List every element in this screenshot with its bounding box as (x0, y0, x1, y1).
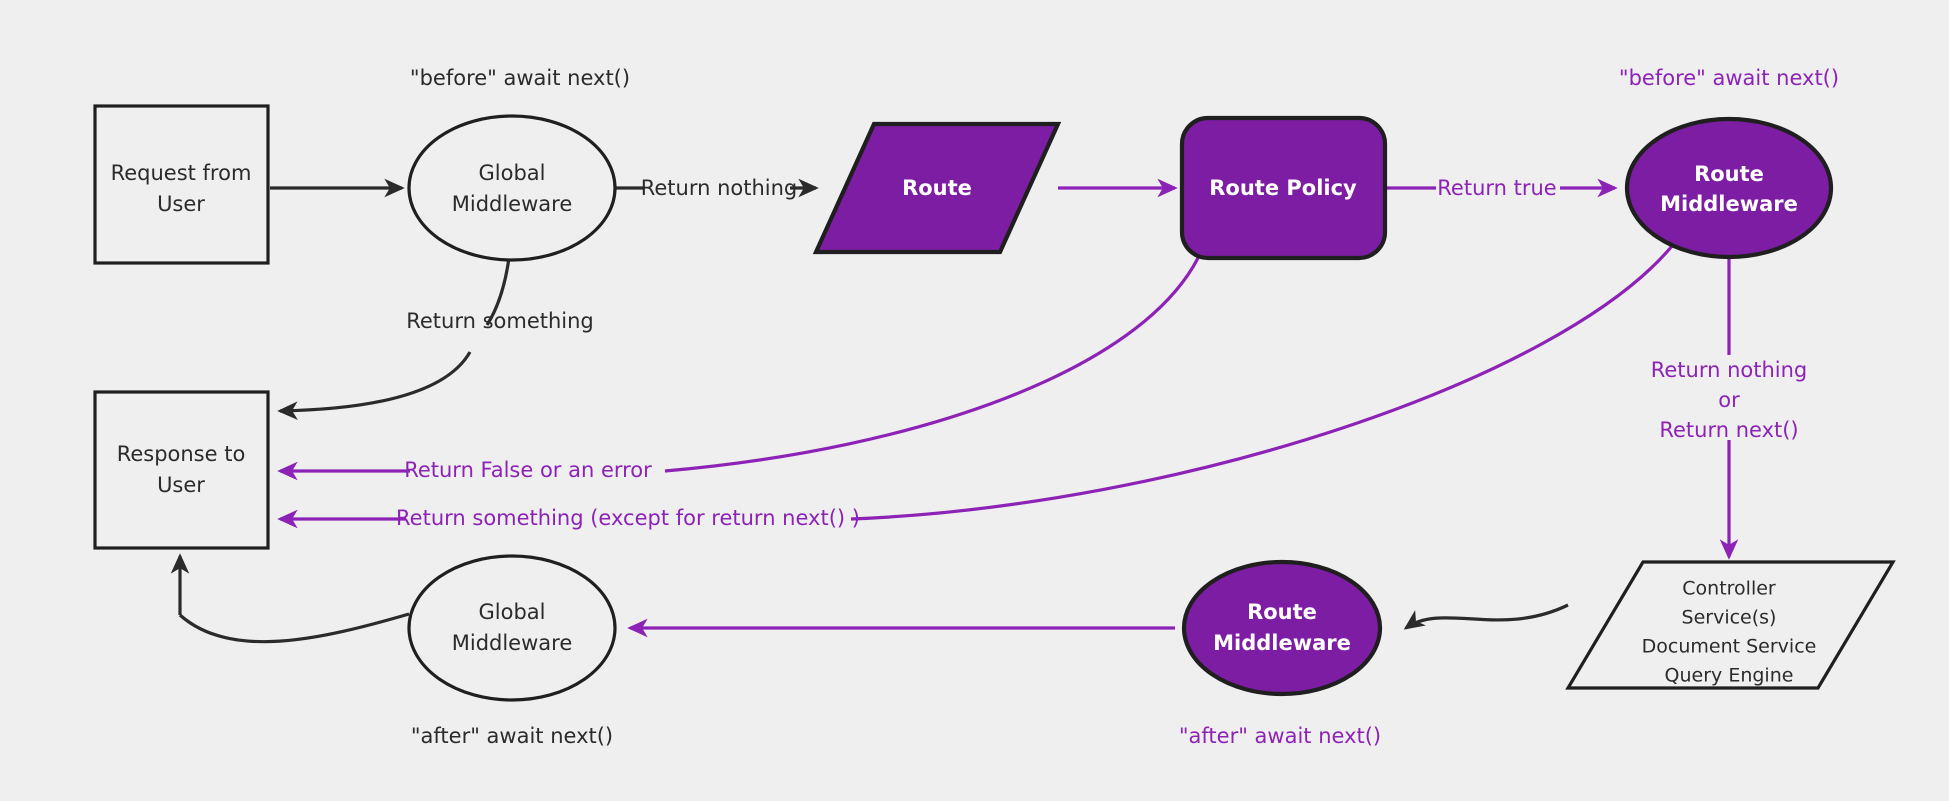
annotation-before-await-next-route: "before" await next() (1619, 66, 1839, 90)
edge-label-return-nothing-or-next-line3: Return next() (1659, 418, 1798, 442)
annotation-after-await-next-route: "after" await next() (1179, 724, 1381, 748)
node-response-to-user[interactable]: Response to User (93, 390, 270, 550)
annotation-after-await-next-global: "after" await next() (411, 724, 613, 748)
edge-middleware-return-something-curve (850, 244, 1674, 521)
global-middleware-bottom-label-line2: Middleware (452, 631, 573, 655)
response-to-user-label-line2: User (157, 473, 205, 497)
global-middleware-top-shape (407, 114, 617, 262)
controller-stack-line-1: Service(s) (1682, 607, 1777, 629)
global-middleware-bottom-shape (407, 554, 617, 702)
edge-label-return-false-or-error: Return False or an error (404, 458, 652, 482)
edge-label-return-something-dark: Return something (406, 309, 594, 333)
controller-stack-line-2: Document Service (1642, 636, 1817, 658)
edge-global-return-something-lower (277, 351, 472, 420)
edge-label-return-nothing: Return nothing (641, 176, 798, 200)
node-global-middleware-bottom[interactable]: Global Middleware (407, 554, 617, 702)
request-from-user-shape (93, 104, 270, 265)
route-middleware-bottom-label-line1: Route (1247, 600, 1317, 624)
route-middleware-bottom-label-line2: Middleware (1213, 631, 1351, 655)
node-global-middleware-top[interactable]: Global Middleware (407, 114, 617, 262)
annotation-before-await-next-global: "before" await next() (410, 66, 630, 90)
node-route-middleware-bottom[interactable]: Route Middleware (1181, 559, 1383, 697)
node-request-from-user[interactable]: Request from User (93, 104, 270, 265)
edge-label-return-nothing-or-next-line2: or (1718, 388, 1740, 412)
edge-global-bottom-curve (178, 612, 410, 644)
route-middleware-bottom-shape (1181, 559, 1383, 697)
route-policy-label: Route Policy (1209, 176, 1357, 200)
edge-controller-to-route-middleware-bottom (1403, 603, 1569, 630)
controller-stack-line-3: Query Engine (1665, 665, 1794, 687)
node-route[interactable]: Route (812, 121, 1062, 255)
node-route-middleware-top[interactable]: Route Middleware (1624, 116, 1834, 260)
edge-label-return-something-except-next: Return something (except for return next… (396, 506, 860, 530)
response-to-user-label-line1: Response to (117, 442, 246, 466)
route-shape (812, 121, 1062, 255)
route-policy-shape (1179, 115, 1388, 261)
edge-global-return-something-upper (485, 257, 511, 326)
global-middleware-top-label-line2: Middleware (452, 192, 573, 216)
request-from-user-label-line1: Request from (111, 161, 252, 185)
global-middleware-top-label-line1: Global (479, 161, 546, 185)
route-middleware-top-label-line2: Middleware (1660, 192, 1798, 216)
route-label: Route (902, 176, 972, 200)
edge-label-return-nothing-or-next-line1: Return nothing (1651, 358, 1808, 382)
node-controller-stack[interactable]: Controller Service(s) Document Service Q… (1565, 560, 1896, 690)
controller-stack-line-0: Controller (1682, 578, 1776, 600)
global-middleware-bottom-label-line1: Global (479, 600, 546, 624)
route-middleware-top-label-line1: Route (1694, 162, 1764, 186)
node-route-policy[interactable]: Route Policy (1179, 115, 1388, 261)
edge-policy-return-false-curve (664, 257, 1200, 473)
edge-label-return-true: Return true (1437, 176, 1556, 200)
controller-stack-shape (1565, 560, 1896, 690)
response-to-user-shape (93, 390, 270, 550)
route-middleware-top-shape (1624, 116, 1834, 260)
request-from-user-label-line2: User (157, 192, 205, 216)
